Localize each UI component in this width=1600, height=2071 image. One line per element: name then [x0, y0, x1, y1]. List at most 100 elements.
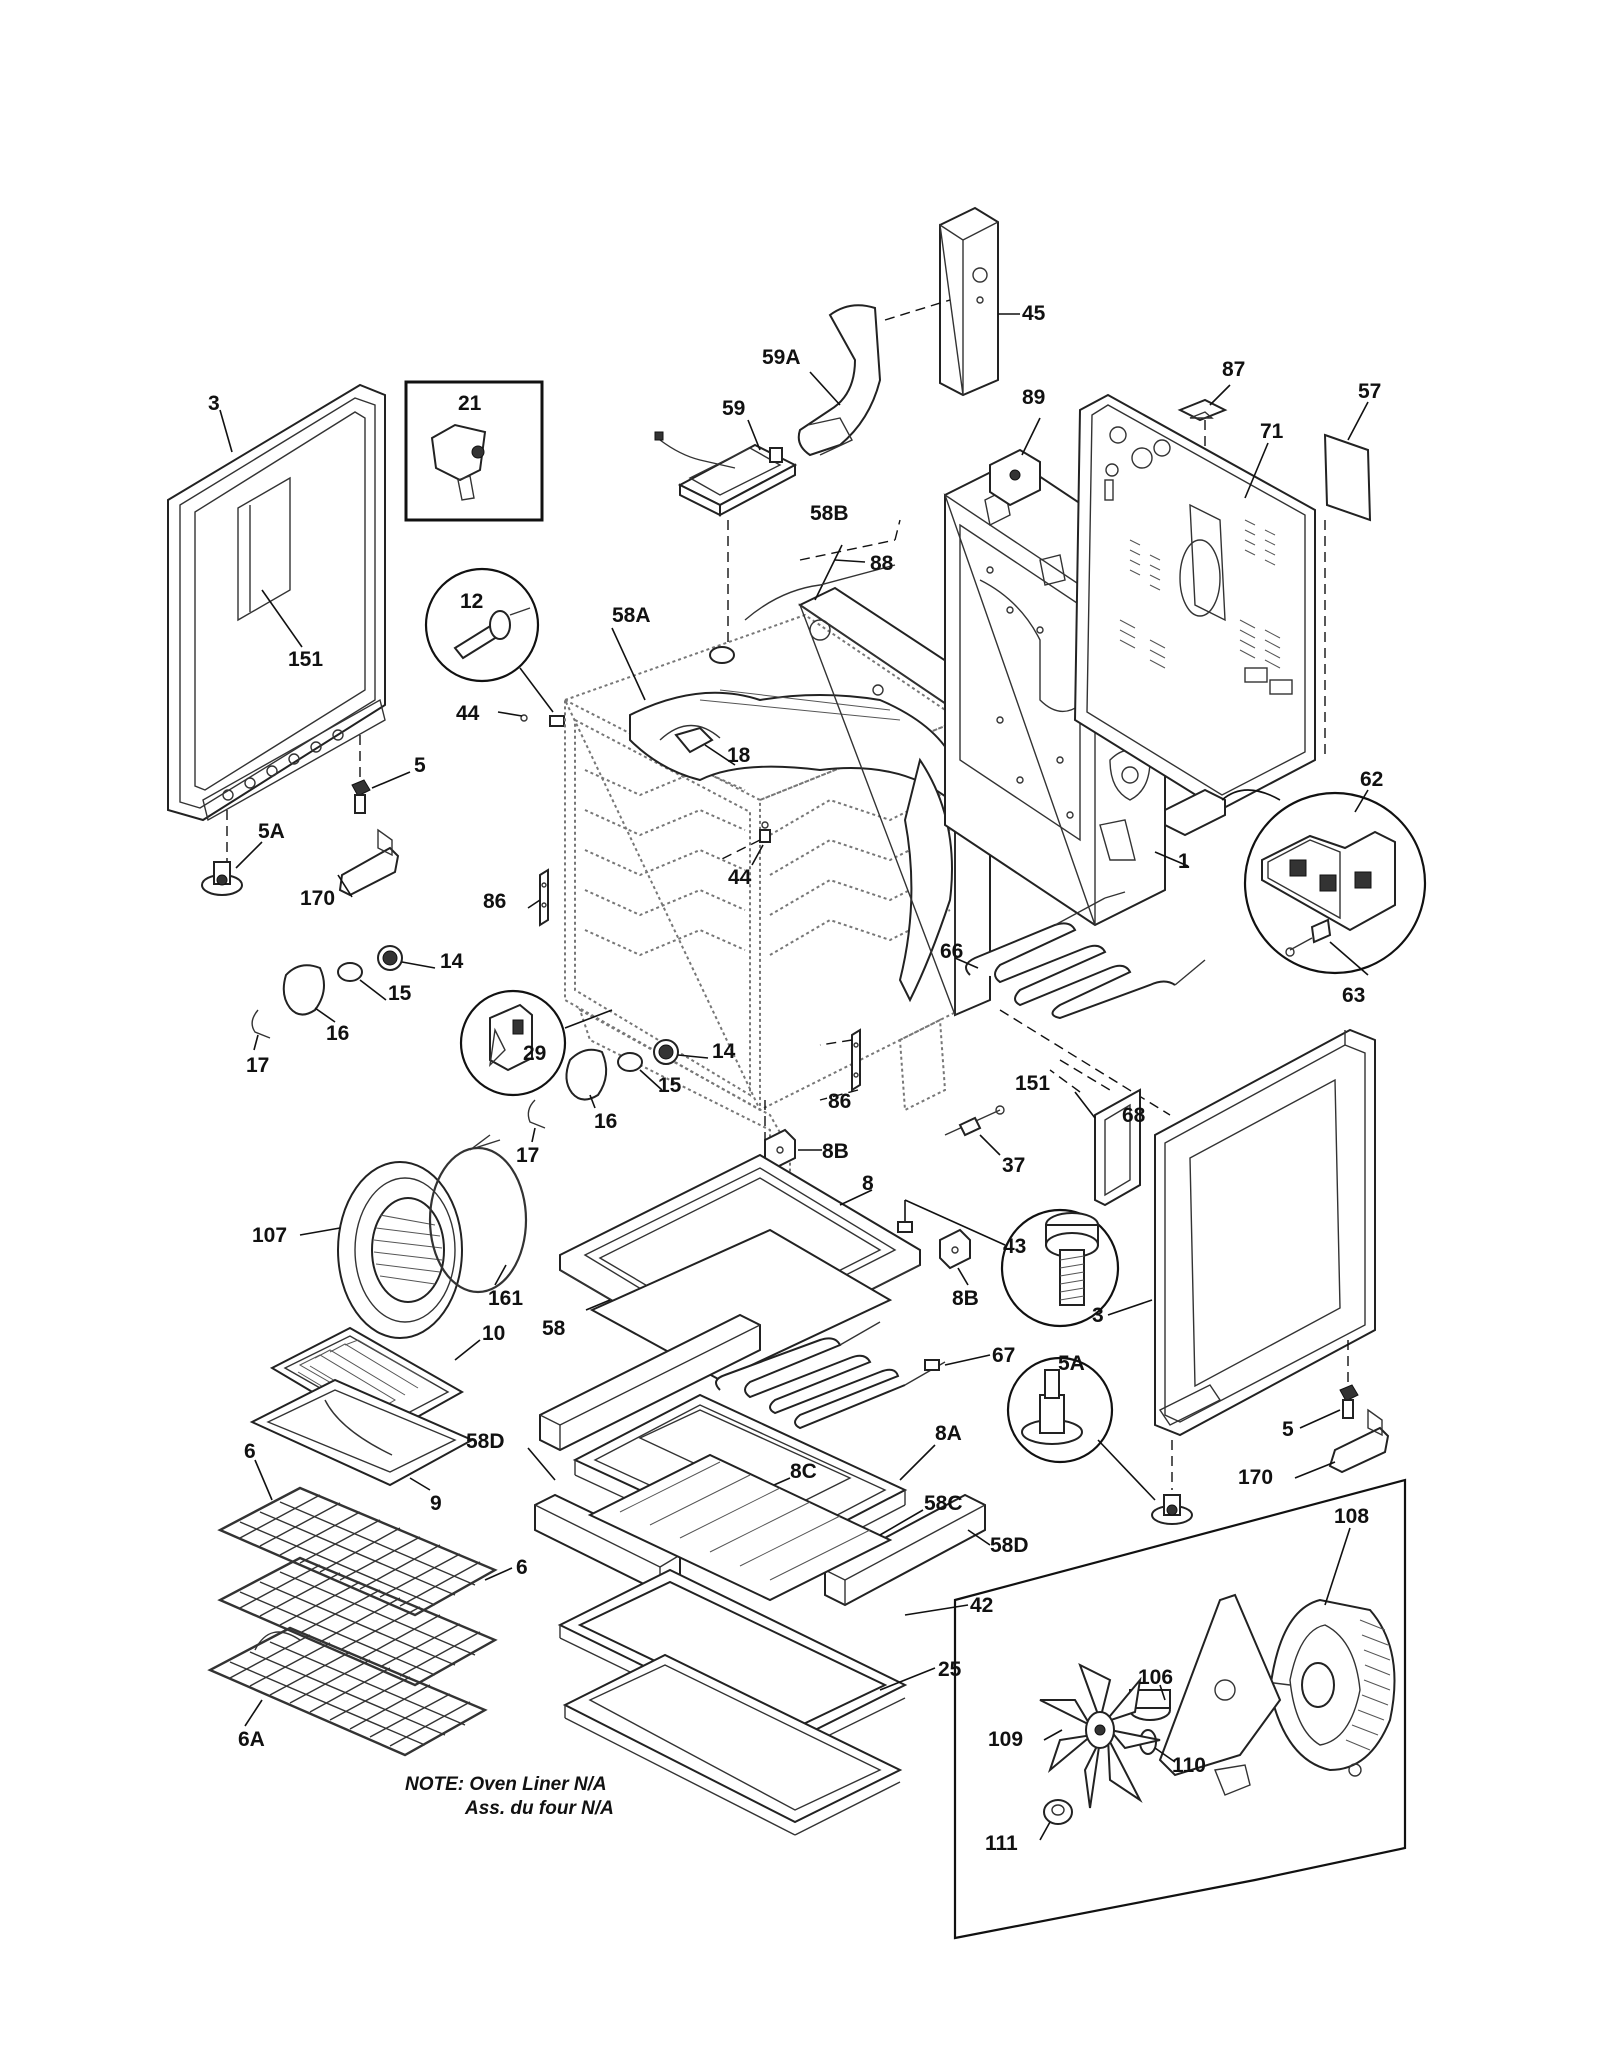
lamp-assembly-bottom	[527, 1039, 679, 1129]
label-66: 66	[940, 940, 963, 963]
oven-rack-6a-bottom	[207, 1626, 488, 1757]
label-6-middle: 6	[516, 1556, 528, 1579]
label-151-right: 151	[1015, 1072, 1050, 1095]
terminal-block-62	[1164, 788, 1427, 975]
label-110: 110	[1172, 1754, 1206, 1777]
insulation-bar-58d-upper	[539, 1313, 761, 1452]
label-25: 25	[938, 1658, 962, 1681]
clip-87	[1177, 398, 1228, 422]
broiler-pan-9	[249, 1378, 475, 1487]
label-17-bottom: 17	[516, 1144, 539, 1167]
bottom-panel-25	[562, 1653, 903, 1836]
label-71: 71	[1260, 420, 1284, 443]
label-21: 21	[458, 392, 482, 415]
part-labels: 3 21 151 5 5A 170 12 44 58A 18 44 86 14 …	[208, 302, 1383, 1855]
label-6a: 6A	[238, 1728, 265, 1751]
label-58: 58	[542, 1317, 566, 1340]
label-88: 88	[870, 552, 894, 575]
bracket-89	[989, 448, 1041, 507]
label-109: 109	[988, 1728, 1023, 1751]
label-5-left: 5	[414, 754, 426, 777]
convection-fan-assembly-box	[953, 1478, 1407, 1940]
oven-liner-note: NOTE: Oven Liner N/A Ass. du four N/A	[405, 1774, 614, 1819]
bracket-45	[939, 206, 999, 397]
label-87: 87	[1222, 358, 1245, 381]
part-29-inset	[459, 989, 567, 1097]
label-15-bottom: 15	[658, 1074, 682, 1097]
label-17-top: 17	[246, 1054, 269, 1077]
label-44-mid: 44	[728, 866, 752, 889]
label-57: 57	[1358, 380, 1381, 403]
label-63: 63	[1342, 984, 1365, 1007]
label-58b: 58B	[810, 502, 849, 525]
lamp-assembly-top	[251, 945, 403, 1039]
bracket-170-left	[338, 828, 400, 897]
label-59: 59	[722, 397, 745, 420]
label-12: 12	[460, 590, 483, 613]
side-panel-right	[1154, 1028, 1376, 1437]
fan-cover-107	[337, 1161, 463, 1339]
label-68: 68	[1122, 1104, 1146, 1127]
insulation-bar-58d-right	[824, 1493, 986, 1607]
label-16-top: 16	[326, 1022, 349, 1045]
sensor-37	[944, 1105, 1005, 1137]
label-44-top: 44	[456, 702, 480, 725]
heating-element-59	[654, 431, 798, 645]
cover-plate-57	[1323, 433, 1372, 522]
oven-cavity	[562, 613, 962, 1201]
label-170-left: 170	[300, 887, 335, 910]
label-3-right: 3	[1092, 1304, 1104, 1327]
label-5-right: 5	[1282, 1418, 1294, 1441]
label-15-top: 15	[388, 982, 412, 1005]
side-panel-left	[167, 383, 386, 822]
label-14-bottom: 14	[712, 1040, 736, 1063]
note-line-2: Ass. du four N/A	[464, 1798, 614, 1819]
leveling-leg-5a-left	[201, 861, 243, 896]
label-58d-right: 58D	[990, 1534, 1029, 1557]
rear-cover-71	[1073, 393, 1316, 812]
screw-43-inset	[1000, 1208, 1120, 1328]
label-1: 1	[1178, 850, 1190, 873]
nut-111	[1043, 1799, 1073, 1825]
fan-blade-109	[1039, 1662, 1161, 1809]
label-9: 9	[430, 1492, 442, 1515]
screw-5-left	[351, 779, 371, 814]
part-21-inset-box	[404, 380, 544, 522]
part-44-clip-mid	[759, 821, 771, 843]
motor-bracket-106	[1129, 1593, 1282, 1796]
gasket-ring-161	[428, 1134, 528, 1294]
insulation-pad-58c	[587, 1453, 893, 1602]
label-16-bottom: 16	[594, 1110, 617, 1133]
part-12-sensor-inset	[424, 567, 540, 683]
label-18: 18	[727, 744, 751, 767]
broil-element-66	[965, 891, 1206, 1020]
label-62: 62	[1360, 768, 1383, 791]
label-5a-right: 5A	[1058, 1352, 1085, 1375]
label-151-left: 151	[288, 648, 323, 671]
part-44-clip-top	[520, 714, 565, 727]
label-10: 10	[482, 1322, 505, 1345]
label-108: 108	[1334, 1505, 1369, 1528]
label-8b-bottom: 8B	[952, 1287, 979, 1310]
label-89: 89	[1022, 386, 1045, 409]
label-5a-left: 5A	[258, 820, 285, 843]
label-43: 43	[1003, 1235, 1026, 1258]
label-14-top: 14	[440, 950, 464, 973]
label-37: 37	[1002, 1154, 1025, 1177]
label-161: 161	[488, 1287, 523, 1310]
label-8a: 8A	[935, 1422, 962, 1445]
label-58d-left: 58D	[466, 1430, 505, 1453]
label-45: 45	[1022, 302, 1046, 325]
label-8b-top: 8B	[822, 1140, 849, 1163]
label-59a: 59A	[762, 346, 801, 369]
label-8c: 8C	[790, 1460, 817, 1483]
label-8: 8	[862, 1172, 874, 1195]
bracket-151-right	[1094, 1088, 1141, 1207]
label-3-left: 3	[208, 392, 220, 415]
label-42: 42	[970, 1594, 993, 1617]
bracket-170-right	[1328, 1408, 1390, 1474]
label-111: 111	[985, 1832, 1018, 1855]
bracket-86-right	[851, 1028, 861, 1092]
label-67: 67	[992, 1344, 1015, 1367]
